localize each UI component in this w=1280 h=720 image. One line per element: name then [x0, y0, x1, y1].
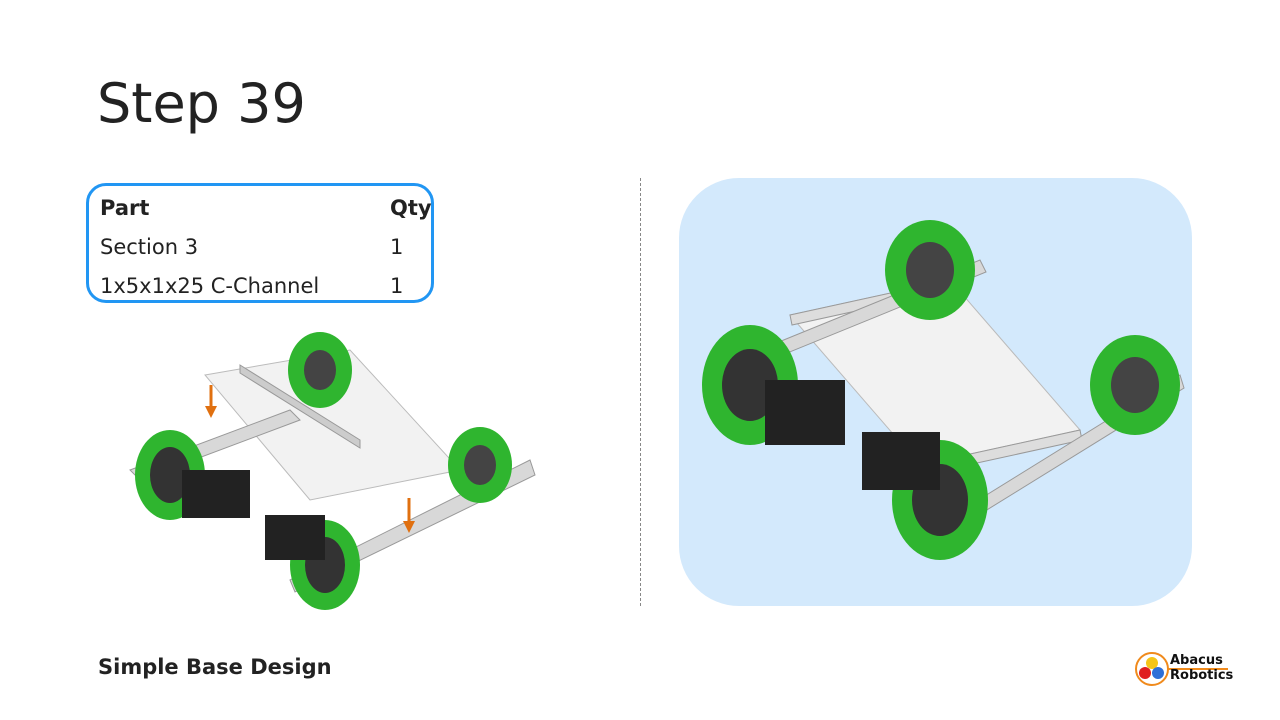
part-name: 1x5x1x25 C-Channel	[100, 274, 320, 298]
part-qty: 1	[390, 235, 404, 259]
motor-icon	[182, 470, 250, 518]
motor-icon	[862, 432, 940, 490]
wheel-icon	[288, 332, 352, 408]
wheel-icon	[885, 220, 975, 320]
table-row: 1x5x1x25 C-Channel 1	[100, 274, 430, 298]
logo-line2: Robotics	[1170, 668, 1234, 683]
wheel-icon	[1090, 335, 1180, 435]
part-qty: 1	[390, 274, 404, 298]
assembly-step-illustration	[129, 332, 536, 610]
gears-icon	[1135, 652, 1169, 686]
assembly-result-illustration	[702, 220, 1185, 560]
divider	[640, 178, 641, 606]
arrow-down-icon	[205, 385, 217, 418]
parts-table-header: Part Qty	[100, 196, 432, 220]
step-title: Step 39	[97, 72, 306, 135]
footer-title: Simple Base Design	[98, 655, 332, 679]
parts-table: Part Qty Section 3 1 1x5x1x25 C-Channel …	[86, 183, 434, 303]
table-row: Section 3 1	[100, 235, 430, 259]
header-part: Part	[100, 196, 150, 220]
logo-line1: Abacus	[1170, 653, 1223, 668]
motor-icon	[765, 380, 845, 445]
motor-icon	[265, 515, 325, 560]
header-qty: Qty	[390, 196, 432, 220]
arrow-down-icon	[403, 498, 415, 533]
wheel-icon	[448, 427, 512, 503]
part-name: Section 3	[100, 235, 199, 259]
abacus-robotics-logo: Abacus Robotics	[1134, 650, 1234, 688]
